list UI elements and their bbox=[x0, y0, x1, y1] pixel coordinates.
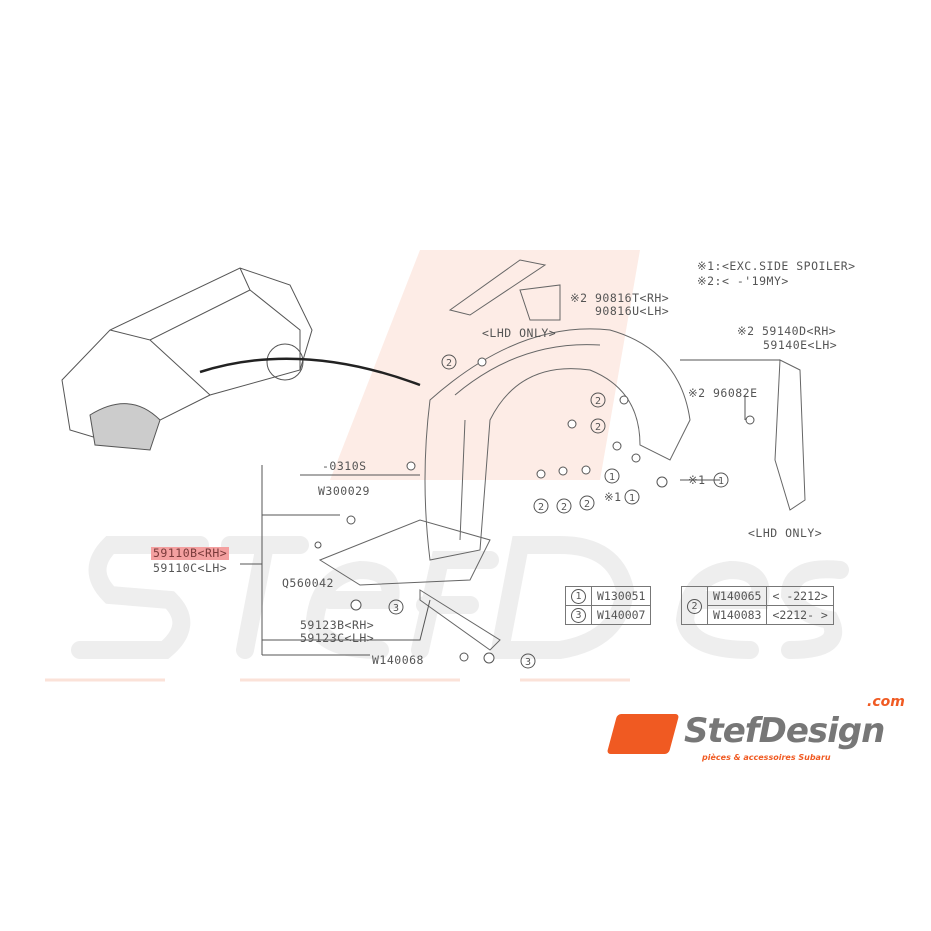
callout-1: 1 bbox=[571, 589, 586, 604]
inner-fender-liner bbox=[240, 259, 806, 656]
label-59140d: ※2 59140D<RH> bbox=[737, 324, 837, 338]
callout-3: 3 bbox=[520, 653, 536, 669]
date-range: < -2212> bbox=[766, 586, 834, 606]
label-lhd-only-bottom: <LHD ONLY> bbox=[748, 526, 823, 540]
logo-tagline-text: pièces & accessoires Subaru bbox=[702, 753, 831, 762]
part-number: W140007 bbox=[590, 605, 652, 625]
callout-2: 2 bbox=[687, 598, 702, 614]
callout-2: 2 bbox=[533, 498, 549, 514]
label-0310s: -0310S bbox=[322, 459, 367, 473]
table-row: 3 W140007 bbox=[565, 605, 652, 625]
part-number: W130051 bbox=[590, 586, 652, 606]
stefdesign-logo: StefDesign .com pièces & accessoires Sub… bbox=[606, 694, 922, 772]
svg-text:1: 1 bbox=[609, 472, 615, 483]
svg-text:2: 2 bbox=[595, 422, 601, 433]
callout-2: 2 bbox=[579, 495, 595, 511]
callout-2: 2 bbox=[590, 418, 606, 434]
part-number: W140065 bbox=[706, 586, 768, 606]
callout-3: 3 bbox=[388, 599, 404, 615]
callout-1: 1 bbox=[713, 472, 729, 488]
logo-brand-text: StefDesign bbox=[684, 711, 885, 751]
label-96082e: ※2 96082E bbox=[688, 386, 758, 400]
fastener-table-a: 1 W130051 3 W140007 bbox=[565, 586, 652, 625]
label-w300029: W300029 bbox=[318, 484, 370, 498]
label-59110c: 59110C<LH> bbox=[153, 561, 228, 575]
table-row: 1 W130051 bbox=[565, 586, 652, 606]
svg-text:3: 3 bbox=[393, 603, 399, 614]
svg-text:1: 1 bbox=[629, 493, 635, 504]
callout-markers: 2 2 2 1 2 2 2 1 1 3 3 bbox=[388, 354, 729, 669]
svg-text:2: 2 bbox=[446, 358, 452, 369]
callout-2: 2 bbox=[590, 392, 606, 408]
label-90816t: ※2 90816T<RH> bbox=[570, 291, 670, 305]
label-note1-callout-b: ※1 bbox=[604, 490, 622, 504]
svg-text:1: 1 bbox=[718, 476, 724, 487]
svg-text:3: 3 bbox=[525, 657, 531, 668]
note-2: ※2:< -'19MY> bbox=[697, 274, 789, 288]
label-90816u: 90816U<LH> bbox=[595, 304, 670, 318]
bolt-icons bbox=[314, 357, 755, 664]
svg-text:2: 2 bbox=[584, 499, 590, 510]
table-row: W140083<2212- > bbox=[682, 605, 834, 625]
callout-1: 1 bbox=[624, 489, 640, 505]
note-1: ※1:<EXC.SIDE SPOILER> bbox=[697, 259, 856, 273]
date-range: <2212- > bbox=[766, 605, 834, 625]
svg-text:2: 2 bbox=[538, 502, 544, 513]
part-number: W140083 bbox=[706, 605, 768, 625]
label-w140068: W140068 bbox=[372, 653, 424, 667]
callout-3: 3 bbox=[571, 608, 586, 623]
car-illustration bbox=[61, 267, 421, 451]
label-note1-callout-a: ※1 bbox=[688, 473, 706, 487]
label-lhd-only-top: <LHD ONLY> bbox=[482, 326, 557, 340]
callout-2: 2 bbox=[556, 498, 572, 514]
sj-logo-badge bbox=[606, 714, 680, 754]
logo-domain-text: .com bbox=[867, 694, 905, 710]
callout-1: 1 bbox=[604, 468, 620, 484]
label-59140e: 59140E<LH> bbox=[763, 338, 838, 352]
svg-text:2: 2 bbox=[561, 502, 567, 513]
label-q560042: Q560042 bbox=[282, 576, 334, 590]
svg-text:2: 2 bbox=[595, 396, 601, 407]
label-59123b: 59123B<RH> bbox=[300, 618, 375, 632]
callout-2: 2 bbox=[441, 354, 457, 370]
label-59123c: 59123C<LH> bbox=[300, 631, 375, 645]
label-59110b-highlighted[interactable]: 59110B<RH> bbox=[151, 546, 230, 560]
